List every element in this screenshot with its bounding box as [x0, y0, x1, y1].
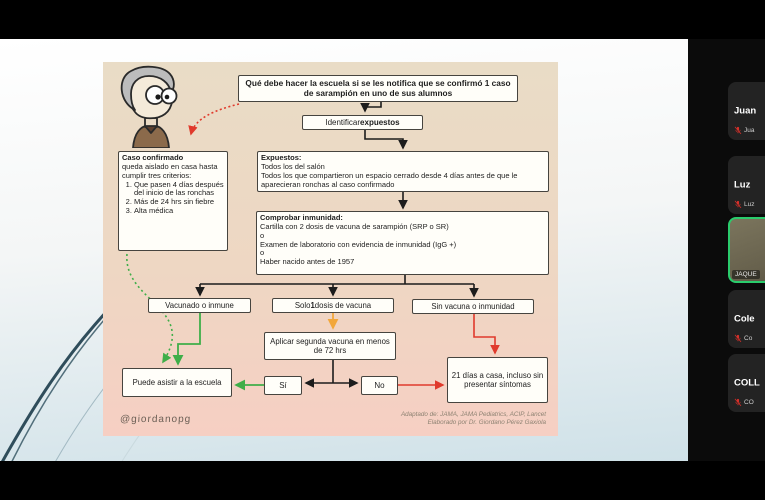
muted-indicator: Co	[734, 334, 752, 343]
vaccinated-box: Vacunado o inmune	[148, 298, 251, 313]
participant-name: Luz	[734, 179, 751, 191]
identify-label: Identificar	[325, 117, 361, 127]
participant-video-name: JAQUE	[732, 270, 760, 279]
participant-tile[interactable]: Luz Luz	[728, 156, 765, 214]
participant-tile[interactable]: Cole Co	[728, 290, 765, 348]
participant-name: Juan	[734, 105, 757, 117]
identify-exposed-box: Identificar expuestos	[302, 115, 423, 130]
criterion: Que pasen 4 días después del inicio de l…	[134, 180, 224, 199]
check-immunity-box: Comprobar inmunidad: Cartilla con 2 dosi…	[256, 211, 549, 275]
exposed-line: Todos los que compartieron un espacio ce…	[261, 170, 518, 189]
participant-name: Cole	[734, 313, 755, 325]
muted-indicator: Luz	[734, 200, 754, 209]
muted-mic-icon	[734, 398, 742, 407]
one-dose-box: Solo 1 dosis de vacuna	[272, 298, 394, 313]
participant-mic-label: Jua	[744, 127, 755, 134]
exposed-line: Todos los del salón	[261, 161, 325, 171]
confirmed-case-box: Caso confirmado queda aislado en casa ha…	[118, 151, 228, 251]
muted-mic-icon	[734, 200, 742, 209]
criterion: Alta médica	[134, 206, 224, 216]
one-dose-number: 1	[310, 300, 315, 310]
question-box: Qué debe hacer la escuela si se les noti…	[238, 75, 518, 102]
immunity-or: o	[260, 230, 265, 240]
doctor-avatar	[120, 65, 178, 148]
criterion: Más de 24 hrs sin fiebre	[134, 197, 224, 207]
credits: Adaptado de: JAMA, JAMA Pediatrics, ACIP…	[333, 411, 546, 427]
participants-sidebar: Juan Jua Luz Luz	[688, 39, 765, 461]
screen-share-area: Qué debe hacer la escuela si se les noti…	[0, 39, 688, 461]
no-box: No	[361, 376, 398, 395]
quarantine-box: 21 días a casa, incluso sin presentar sí…	[447, 357, 548, 403]
one-dose-post: dosis de vacuna	[314, 300, 372, 310]
participant-mic-label: CO	[744, 399, 754, 406]
identify-label-bold: expuestos	[360, 117, 400, 127]
immunity-or: o	[260, 248, 265, 258]
immunity-option: Examen de laboratorio con evidencia de i…	[260, 239, 457, 249]
second-dose-box: Aplicar segunda vacuna en menos de 72 hr…	[264, 332, 396, 360]
muted-mic-icon	[734, 334, 742, 343]
immunity-heading: Comprobar inmunidad:	[260, 213, 343, 222]
participant-name: COLL	[734, 377, 760, 389]
one-dose-pre: Solo	[294, 300, 311, 310]
muted-indicator: Jua	[734, 126, 754, 135]
can-attend-box: Puede asistir a la escuela	[122, 368, 232, 397]
exposed-definition-box: Expuestos: Todos los del salón Todos los…	[257, 151, 549, 192]
muted-indicator: CO	[734, 398, 754, 407]
yes-box: Sí	[264, 376, 302, 395]
exposed-heading: Expuestos:	[261, 153, 302, 162]
author-handle: @giordanopg	[119, 414, 192, 425]
confirmed-case-heading: Caso confirmado	[122, 153, 184, 162]
confirmed-case-criteria: Que pasen 4 días después del inicio de l…	[122, 180, 224, 216]
confirmed-case-body: queda aislado en casa hasta cumplir tres…	[122, 161, 218, 180]
no-vaccine-box: Sin vacuna o inmunidad	[412, 299, 534, 314]
participant-tile[interactable]: Juan Jua	[728, 82, 765, 140]
participant-mic-label: Luz	[744, 201, 755, 208]
credit-line: Elaborado por Dr. Giordano Pérez Gaxiola	[427, 418, 546, 426]
credit-line: Adaptado de: JAMA, JAMA Pediatrics, ACIP…	[400, 411, 546, 418]
participant-mic-label: Co	[744, 335, 753, 342]
immunity-option: Haber nacido antes de 1957	[260, 257, 355, 267]
flowchart-slide: Qué debe hacer la escuela si se les noti…	[103, 62, 558, 436]
immunity-option: Cartilla con 2 dosis de vacuna de saramp…	[260, 221, 449, 231]
participant-video-tile[interactable]: JAQUE	[728, 217, 765, 283]
muted-mic-icon	[734, 126, 742, 135]
participant-tile[interactable]: COLL CO	[728, 354, 765, 412]
